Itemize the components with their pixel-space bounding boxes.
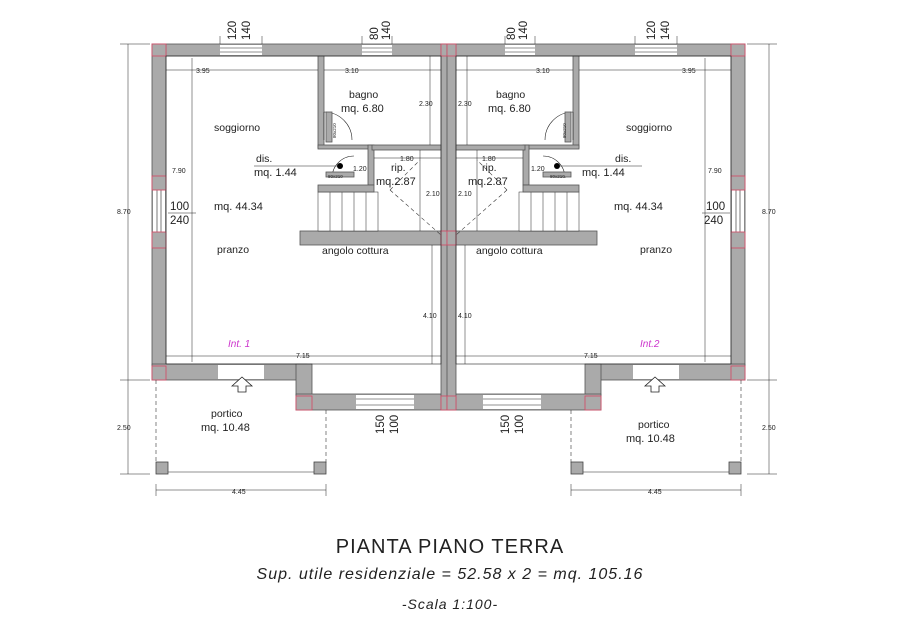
room-soggiorno-area: mq. 44.34 — [614, 201, 663, 213]
room-bagno: bagno — [349, 89, 378, 101]
win-top-2: 80 — [369, 27, 381, 40]
dim-rip-h: 2.10 — [458, 191, 472, 198]
dim-portico-w: 4.45 — [648, 489, 662, 496]
win-top-2b: 140 — [381, 21, 393, 40]
dim-bagno-h: 2.30 — [458, 101, 472, 108]
room-bagno: bagno — [496, 89, 525, 101]
room-dis: dis. — [615, 153, 631, 165]
dim-portico-h: 2.50 — [762, 425, 776, 432]
win-top-1: 120 — [227, 21, 239, 40]
win-top-1: 120 — [646, 21, 658, 40]
room-rip: rip. — [391, 162, 406, 174]
dim-room-h: 7.90 — [172, 168, 186, 175]
win-bottom: 150 — [375, 415, 387, 434]
plan-scale: -Scala 1:100- — [401, 596, 499, 612]
unit-1-labels: 3.95 3.10 2.30 1.80 2.10 1.20 7.90 4.10 … — [117, 21, 440, 496]
win-side-b: 240 — [704, 215, 723, 227]
room-dis-area: mq. 1.44 — [582, 167, 625, 179]
dim-dis-w: 1.20 — [531, 166, 545, 173]
room-rip: rip. — [482, 162, 497, 174]
dim-rip-h: 2.10 — [426, 191, 440, 198]
room-bagno-area: mq. 6.80 — [488, 103, 531, 115]
dim-dis-w: 1.20 — [353, 166, 367, 173]
int-label: Int. 1 — [228, 339, 250, 350]
door-dis: 80x210 — [328, 174, 343, 179]
room-bagno-area: mq. 6.80 — [341, 103, 384, 115]
win-bottom: 150 — [500, 415, 512, 434]
dim-rip-w: 1.80 — [482, 156, 496, 163]
room-portico-area: mq. 10.48 — [626, 433, 675, 445]
dim-top-room: 3.95 — [196, 68, 210, 75]
dim-outer-h: 8.70 — [762, 209, 776, 216]
door-bagno: 80x210 — [562, 123, 567, 138]
dim-lower-h: 4.10 — [423, 313, 437, 320]
room-portico-area: mq. 10.48 — [201, 422, 250, 434]
win-bottom-b: 100 — [514, 415, 526, 434]
room-rip-area: mq.2.87 — [468, 176, 508, 188]
room-cottura: angolo cottura — [476, 245, 543, 257]
plan-title: PIANTA PIANO TERRA — [335, 536, 565, 558]
int-label: Int.2 — [640, 339, 660, 350]
win-top-2b: 140 — [518, 21, 530, 40]
win-top-1b: 140 — [241, 21, 253, 40]
win-side-b: 240 — [170, 215, 189, 227]
win-side: 100 — [706, 201, 725, 213]
room-portico: portico — [211, 408, 243, 420]
dim-bottom: 7.15 — [296, 353, 310, 360]
floor-plan: 3.95 3.10 2.30 1.80 2.10 1.20 7.90 4.10 … — [117, 21, 778, 497]
dim-top-room: 3.95 — [682, 68, 696, 75]
dim-rip-w: 1.80 — [400, 156, 414, 163]
plan-subtitle: Sup. utile residenziale = 52.58 x 2 = mq… — [256, 566, 644, 583]
room-rip-area: mq.2.87 — [376, 176, 416, 188]
dim-top-bagno: 3.10 — [345, 68, 359, 75]
dim-outer-h: 8.70 — [117, 209, 131, 216]
win-bottom-b: 100 — [389, 415, 401, 434]
dim-lower-h: 4.10 — [458, 313, 472, 320]
room-dis-area: mq. 1.44 — [254, 167, 297, 179]
win-top-1b: 140 — [660, 21, 672, 40]
dim-room-h: 7.90 — [708, 168, 722, 175]
win-top-2: 80 — [506, 27, 518, 40]
unit-2-labels: 3.95 3.10 2.30 1.80 2.10 1.20 7.90 4.10 … — [458, 21, 776, 496]
door-dis: 80x210 — [550, 174, 565, 179]
room-pranzo: pranzo — [640, 244, 672, 256]
room-dis: dis. — [256, 153, 272, 165]
room-portico: portico — [638, 419, 670, 431]
room-cottura: angolo cottura — [322, 245, 389, 257]
dim-portico-w: 4.45 — [232, 489, 246, 496]
dim-top-bagno: 3.10 — [536, 68, 550, 75]
dim-bottom: 7.15 — [584, 353, 598, 360]
room-soggiorno-area: mq. 44.34 — [214, 201, 263, 213]
dim-bagno-h: 2.30 — [419, 101, 433, 108]
room-pranzo: pranzo — [217, 244, 249, 256]
dim-portico-h: 2.50 — [117, 425, 131, 432]
win-side: 100 — [170, 201, 189, 213]
door-bagno: 80x210 — [332, 123, 337, 138]
room-soggiorno: soggiorno — [626, 122, 672, 134]
room-soggiorno: soggiorno — [214, 122, 260, 134]
